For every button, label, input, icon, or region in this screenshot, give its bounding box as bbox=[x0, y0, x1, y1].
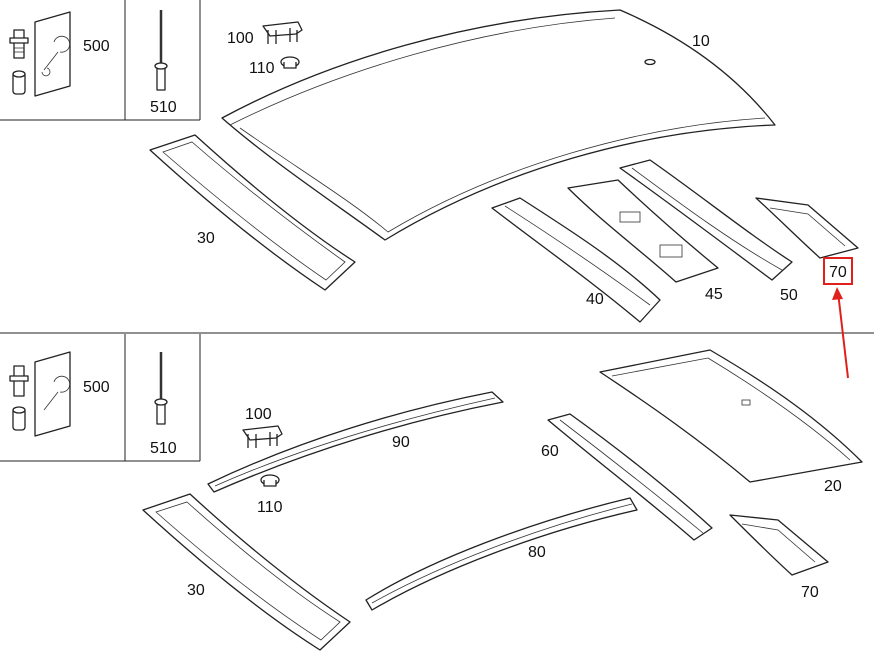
bracket-70-top bbox=[755, 197, 859, 259]
callout-510-bottom: 510 bbox=[150, 440, 177, 457]
callout-80: 80 bbox=[528, 544, 546, 561]
roof-bow-50 bbox=[619, 159, 793, 281]
callout-110-bottom: 110 bbox=[257, 499, 283, 516]
callout-30-top: 30 bbox=[197, 230, 215, 247]
callout-40: 40 bbox=[586, 291, 604, 308]
callout-45: 45 bbox=[705, 286, 723, 303]
header-frame-30-bottom bbox=[142, 493, 351, 651]
roof-rail-80 bbox=[365, 497, 638, 611]
callout-70-top: 70 bbox=[829, 264, 847, 281]
nut-icon-bottom bbox=[260, 474, 280, 487]
bolt-icon bbox=[9, 29, 29, 95]
roof-panel-10 bbox=[221, 9, 776, 241]
roof-rail-90 bbox=[207, 391, 504, 493]
top-hardware-frame bbox=[0, 0, 201, 121]
callout-110-top: 110 bbox=[249, 60, 275, 77]
highlight-arrow bbox=[832, 287, 849, 379]
callout-30-bottom: 30 bbox=[187, 582, 205, 599]
roof-panel-20 bbox=[599, 349, 863, 483]
callout-50: 50 bbox=[780, 287, 798, 304]
bottom-hardware-frame bbox=[0, 334, 201, 462]
roof-bow-40 bbox=[491, 197, 661, 323]
callout-500-bottom: 500 bbox=[83, 379, 110, 396]
roof-bow-45 bbox=[567, 179, 719, 283]
header-frame-30-top bbox=[149, 134, 356, 291]
callout-90: 90 bbox=[392, 434, 410, 451]
rivet-icon-bottom bbox=[154, 352, 168, 425]
callout-510-top: 510 bbox=[150, 99, 177, 116]
callout-10: 10 bbox=[692, 33, 710, 50]
callout-60: 60 bbox=[541, 443, 559, 460]
roof-bow-60 bbox=[547, 413, 713, 541]
nut-icon bbox=[280, 56, 300, 69]
callout-20: 20 bbox=[824, 478, 842, 495]
wrench-icon bbox=[34, 11, 71, 97]
clip-icon bbox=[262, 21, 303, 44]
bolt-icon-bottom bbox=[9, 365, 29, 431]
callout-100-top: 100 bbox=[227, 30, 254, 47]
rivet-icon bbox=[154, 10, 168, 91]
callout-70-bottom: 70 bbox=[801, 584, 819, 601]
callout-100-bottom: 100 bbox=[245, 406, 272, 423]
bracket-70-bottom bbox=[729, 514, 829, 576]
callout-500-top: 500 bbox=[83, 38, 110, 55]
wrench-icon-bottom bbox=[34, 351, 71, 437]
clip-icon-bottom bbox=[242, 425, 283, 448]
highlight-box-70 bbox=[823, 257, 853, 285]
